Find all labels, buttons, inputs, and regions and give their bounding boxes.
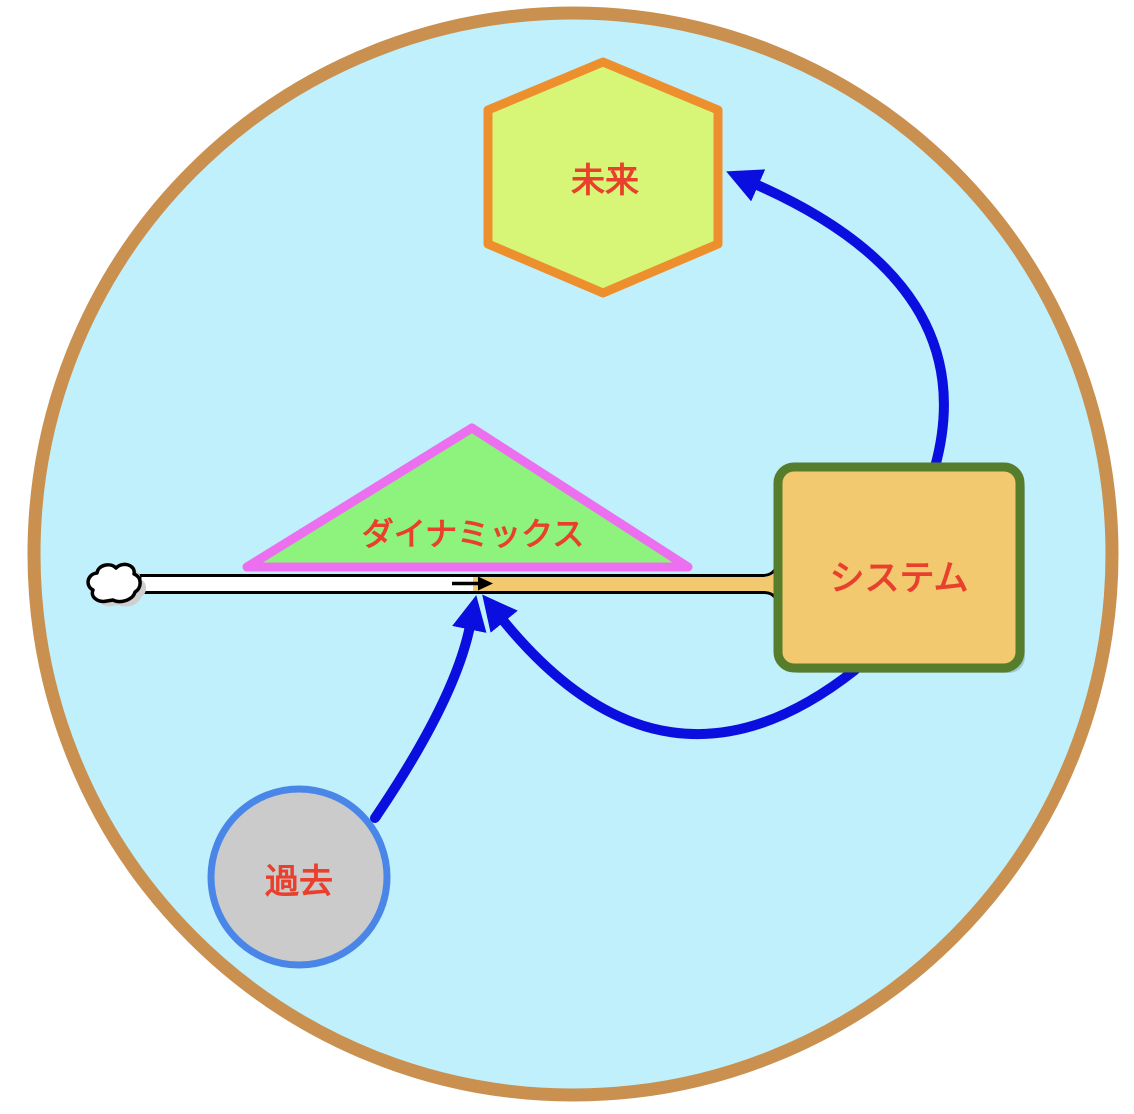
node-past: 過去 [207,785,391,969]
past-circle [207,785,391,969]
timeline-origin [86,562,147,607]
arrow-past-to-present [370,595,487,823]
node-future: 未来 [483,57,723,298]
system-box [773,462,1025,673]
past-label: 過去 [265,863,333,901]
arrow-system-to-future [726,169,949,472]
dynamics-label: ダイナミックス [362,516,584,552]
future-label: 未来 [571,162,639,200]
node-dynamics: ダイナミックス [242,423,693,572]
timeline-now-arrowhead [478,576,493,591]
cloud-icon [86,562,142,604]
system-label: システム [830,559,969,598]
arrow-system-to-present [482,594,860,739]
timeline-future-segment [473,563,784,604]
dynamics-triangle [242,423,693,572]
node-system: システム [773,462,1025,673]
future-hexagon [483,57,723,298]
